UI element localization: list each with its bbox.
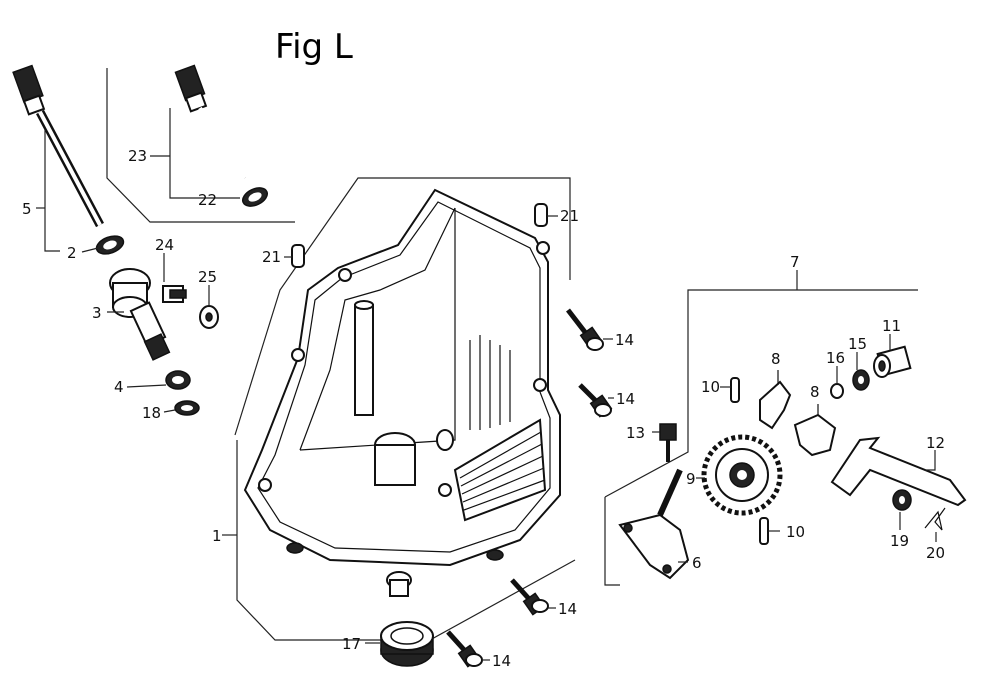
gear-9 xyxy=(701,434,783,516)
dipstick-23 xyxy=(174,64,247,180)
callout-13: 13 xyxy=(626,424,645,442)
callout-8-b: 8 xyxy=(810,383,820,401)
bolt-14-a xyxy=(566,308,604,351)
callout-8-a: 8 xyxy=(771,350,781,368)
collar-11 xyxy=(873,345,912,378)
clip-20 xyxy=(924,507,946,531)
callout-14-c: 14 xyxy=(558,600,577,618)
callout-12: 12 xyxy=(926,434,945,452)
bolt-14-d xyxy=(446,630,483,668)
callout-3: 3 xyxy=(92,304,102,322)
callout-21-a: 21 xyxy=(262,248,281,266)
callout-10-a: 10 xyxy=(701,378,720,396)
callout-5: 5 xyxy=(22,200,32,218)
dipstick-5 xyxy=(12,64,104,228)
callout-16: 16 xyxy=(826,349,845,367)
callout-17: 17 xyxy=(342,635,361,653)
callout-14-a: 14 xyxy=(615,331,634,349)
callout-21-b: 21 xyxy=(560,207,579,225)
governor-group-outline-upper xyxy=(604,289,918,498)
callout-7: 7 xyxy=(790,253,800,271)
dowel-pin-21-right xyxy=(534,203,548,227)
callout-11: 11 xyxy=(882,317,901,335)
bolt-13 xyxy=(659,423,677,462)
pin-10-lower xyxy=(759,517,769,545)
dowel-pin-21-left xyxy=(291,244,305,268)
crankcase-cover-1 xyxy=(243,188,561,597)
shaft-12 xyxy=(830,436,967,507)
figure-title: Fig L xyxy=(275,27,353,67)
pin-10-upper xyxy=(730,377,740,403)
governor-group-outline-lower xyxy=(604,497,620,586)
callout-10-b: 10 xyxy=(786,523,805,541)
crankcase-outline-lower xyxy=(236,440,576,641)
bolt-14-b xyxy=(578,383,613,418)
callout-25: 25 xyxy=(198,268,217,286)
callout-20: 20 xyxy=(926,544,945,562)
bolt-24 xyxy=(162,285,187,303)
callout-labels: 1 2 3 4 5 6 7 8 8 9 10 10 11 12 13 14 14… xyxy=(22,147,945,670)
callout-24: 24 xyxy=(155,236,174,254)
bolt-14-c xyxy=(510,578,549,616)
callout-22: 22 xyxy=(198,191,217,209)
callout-23: 23 xyxy=(128,147,147,165)
callout-19: 19 xyxy=(890,532,909,550)
callout-4: 4 xyxy=(114,378,124,396)
oil-seal-17 xyxy=(380,621,434,667)
arm-6 xyxy=(618,468,690,580)
callout-15: 15 xyxy=(848,335,867,353)
dipstick-group-outline xyxy=(106,68,295,223)
weight-8-right xyxy=(793,404,837,457)
callout-9: 9 xyxy=(686,470,696,488)
callout-18: 18 xyxy=(142,404,161,422)
crankcase-outline-upper xyxy=(234,177,571,436)
callout-14-d: 14 xyxy=(492,652,511,670)
drain-plug-3 xyxy=(109,268,171,361)
callout-6: 6 xyxy=(692,554,702,572)
callout-1: 1 xyxy=(212,527,222,545)
callout-2: 2 xyxy=(67,244,77,262)
weight-8-left xyxy=(759,370,792,430)
washer-16 xyxy=(830,383,844,399)
callout-14-b: 14 xyxy=(616,390,635,408)
